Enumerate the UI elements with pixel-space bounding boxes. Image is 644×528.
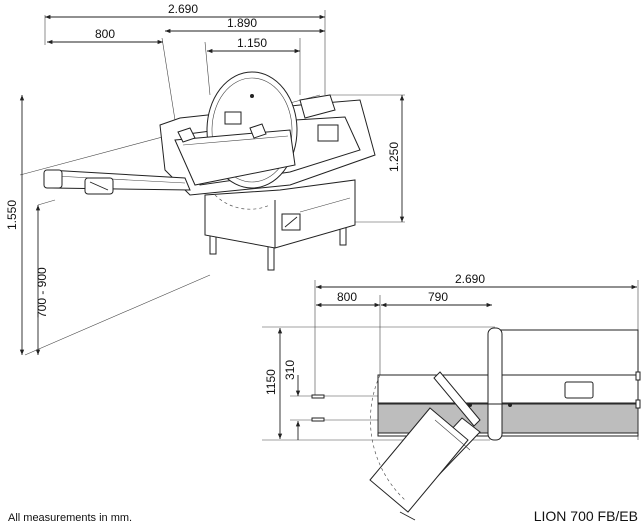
- dim-top-overall: 2.690: [168, 2, 198, 16]
- dim-top-blade: 1.150: [237, 36, 267, 50]
- feed-arm: [43, 169, 191, 195]
- dim-plan-arm-offset: 310: [283, 360, 297, 380]
- dim-plan-arm: 800: [337, 290, 357, 304]
- machine-base: [204, 179, 356, 249]
- dim-plan-depth: 1150: [264, 369, 278, 395]
- dim-top-arm: 800: [95, 27, 115, 41]
- dim-top-height-total: 1.550: [5, 200, 19, 230]
- dim-top-height-machine: 1.250: [387, 142, 401, 172]
- model-label: LION 700 FB/EB: [533, 508, 638, 524]
- carriage-tray: [174, 123, 296, 186]
- measurement-note: All measurements in mm.: [8, 512, 133, 524]
- plan-machine-body: [377, 327, 641, 441]
- dim-plan-offset: 790: [428, 290, 448, 304]
- isometric-view: 2.690 1.890 800 1.150 1.550 700 - 900 1.…: [5, 2, 405, 356]
- plan-feed-arm: [311, 371, 512, 521]
- dim-top-table: 1.890: [227, 16, 257, 30]
- dim-top-table-height: 700 - 900: [35, 267, 49, 318]
- plan-view: 2.690 800 790 1150 310: [262, 272, 641, 521]
- dim-plan-overall: 2.690: [455, 272, 485, 286]
- machine-legs: [209, 224, 347, 271]
